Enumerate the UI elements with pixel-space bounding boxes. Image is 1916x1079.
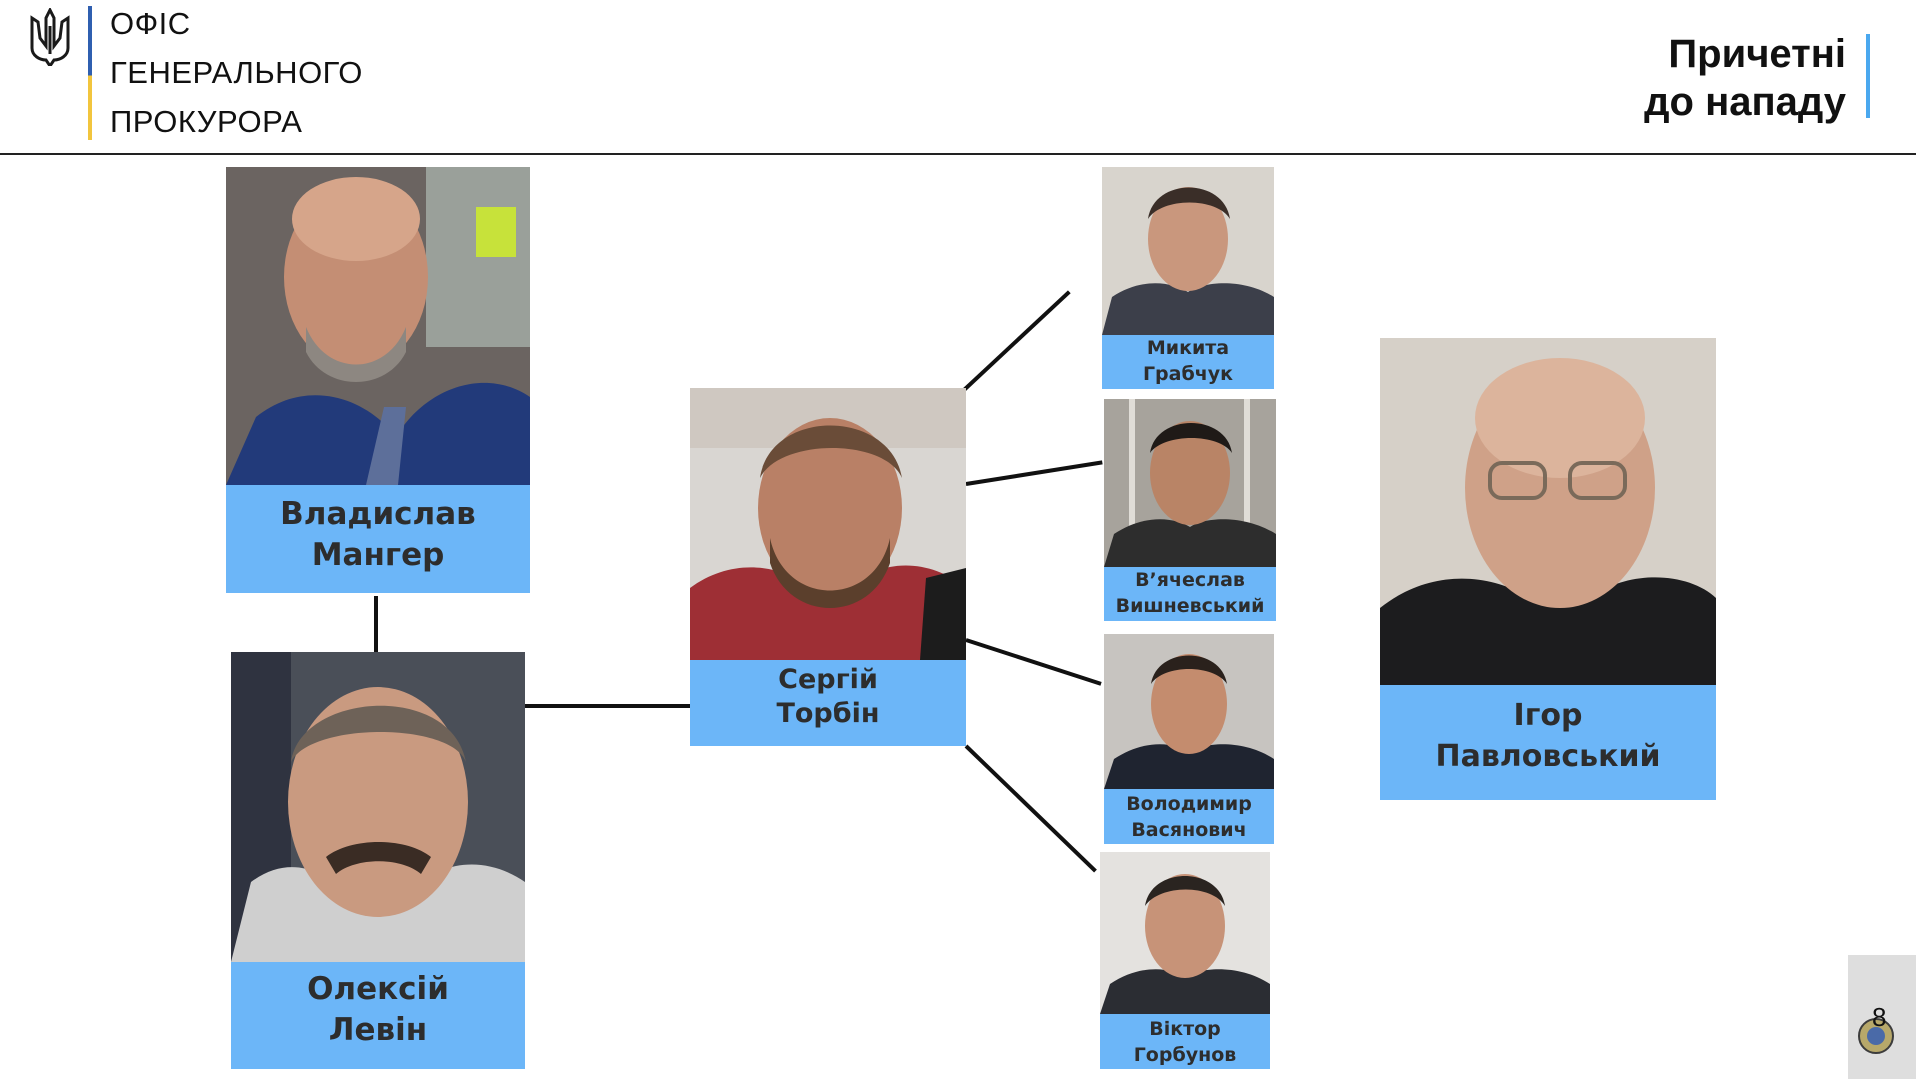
header-divider (0, 153, 1916, 155)
name-vyshnevskyi-first: В’ячеслав (1135, 569, 1245, 591)
org-name-line-1: ОФІС (110, 6, 191, 41)
org-name-line-2: ГЕНЕРАЛЬНОГО (110, 55, 363, 90)
name-torbin-last: Торбін (776, 698, 880, 729)
photo-vasianovych (1104, 634, 1274, 789)
person-card-pavlovskyi: Ігор Павловський (1380, 338, 1716, 800)
name-vasianovych: Володимир Васянович (1104, 791, 1274, 843)
seal-icon (1858, 1018, 1894, 1054)
connector-levin-torbin (524, 704, 690, 708)
title-accent-bar (1866, 34, 1870, 118)
name-vasianovych-last: Васянович (1131, 819, 1247, 841)
name-vyshnevskyi-last: Вишневський (1115, 595, 1265, 617)
trident-icon (30, 8, 70, 66)
name-vyshnevskyi: В’ячеслав Вишневський (1104, 567, 1276, 619)
person-card-hrabchuk: Микита Грабчук (1102, 167, 1274, 389)
name-levin-last: Левін (328, 1012, 428, 1048)
name-pavlovskyi-first: Ігор (1513, 698, 1583, 733)
person-card-vasianovych: Володимир Васянович (1104, 634, 1274, 844)
name-torbin: Сергій Торбін (690, 663, 966, 731)
connector-torbin-vasianovych (965, 638, 1102, 686)
person-card-vyshnevskyi: В’ячеслав Вишневський (1104, 399, 1276, 621)
page-number: 8 (1872, 1002, 1887, 1032)
name-levin-first: Олексій (307, 971, 449, 1007)
name-torbin-first: Сергій (778, 664, 878, 695)
connector-manher-levin (374, 596, 378, 654)
photo-pavlovskyi (1380, 338, 1716, 685)
person-card-manher: Владислав Мангер (226, 167, 530, 593)
name-manher-last: Мангер (311, 537, 445, 573)
name-horbunov-last: Горбунов (1133, 1044, 1237, 1066)
photo-levin (231, 652, 525, 962)
photo-vyshnevskyi (1104, 399, 1276, 567)
person-card-levin: Олексій Левін (231, 652, 525, 1069)
name-horbunov: Віктор Горбунов (1100, 1016, 1270, 1068)
name-pavlovskyi-last: Павловський (1435, 739, 1661, 774)
name-pavlovskyi: Ігор Павловський (1380, 695, 1716, 777)
person-card-horbunov: Віктор Горбунов (1100, 852, 1270, 1069)
page-number-box (1848, 955, 1916, 1079)
logo-divider (88, 6, 92, 140)
name-manher: Владислав Мангер (226, 494, 530, 576)
name-hrabchuk-last: Грабчук (1142, 363, 1234, 385)
photo-torbin (690, 388, 966, 660)
connector-torbin-horbunov (964, 744, 1097, 873)
connector-torbin-hrabchuk (962, 290, 1071, 392)
name-hrabchuk: Микита Грабчук (1102, 335, 1274, 387)
name-manher-first: Владислав (280, 496, 476, 532)
org-name-line-3: ПРОКУРОРА (110, 104, 303, 139)
photo-hrabchuk (1102, 167, 1274, 335)
photo-horbunov (1100, 852, 1270, 1014)
connector-torbin-vyshnevskyi (965, 460, 1103, 486)
slide-title: Причетні до нападу (1644, 30, 1846, 126)
name-horbunov-first: Віктор (1149, 1018, 1221, 1040)
slide-title-line-2: до нападу (1644, 80, 1846, 124)
person-card-torbin: Сергій Торбін (690, 388, 966, 746)
slide-title-line-1: Причетні (1668, 32, 1846, 76)
name-vasianovych-first: Володимир (1126, 793, 1252, 815)
photo-manher (226, 167, 530, 485)
name-hrabchuk-first: Микита (1146, 337, 1230, 359)
name-levin: Олексій Левін (231, 969, 525, 1051)
